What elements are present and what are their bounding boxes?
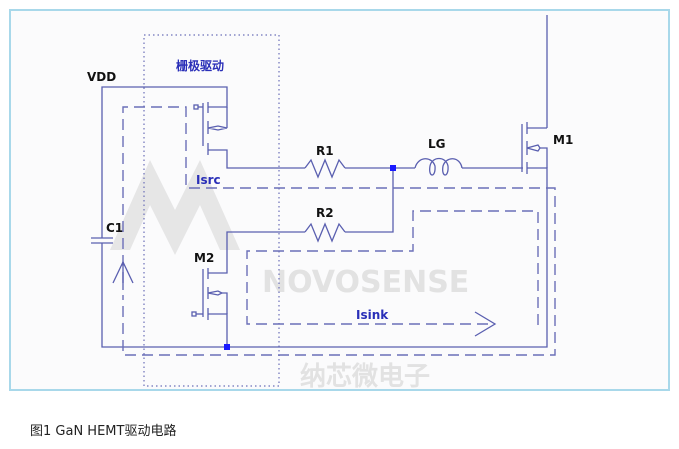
diagram-frame <box>9 9 670 391</box>
label-isink: Isink <box>356 308 389 322</box>
label-r1: R1 <box>316 144 334 158</box>
label-isrc: Isrc <box>196 173 221 187</box>
label-c1: C1 <box>106 221 123 235</box>
resistor-r2 <box>304 222 346 243</box>
inductor-lg <box>414 157 463 176</box>
junction-node <box>224 344 230 350</box>
label-lg: LG <box>428 137 446 151</box>
junction-node <box>390 165 396 171</box>
gate-driver-title: 栅极驱动 <box>176 58 224 73</box>
label-vdd: VDD <box>87 70 116 84</box>
upper-driver-mosfet <box>193 102 228 155</box>
mosfet-m2 <box>191 268 228 320</box>
gate-driver-box <box>143 34 280 387</box>
capacitor-c1 <box>91 237 113 244</box>
watermark-latin: NOVOSENSE <box>262 265 469 300</box>
mosfet-m1 <box>521 122 548 174</box>
label-r2: R2 <box>316 206 334 220</box>
label-m2: M2 <box>194 251 214 265</box>
watermark: NOVOSENSE 纳芯微电子 <box>110 160 469 392</box>
isrc-current-path <box>112 106 556 356</box>
figure-caption: 图1 GaN HEMT驱动电路 <box>30 424 177 439</box>
resistor-r1 <box>304 158 346 179</box>
label-m1: M1 <box>553 133 573 147</box>
isink-current-path <box>246 210 539 337</box>
watermark-chinese: 纳芯微电子 <box>300 361 430 392</box>
